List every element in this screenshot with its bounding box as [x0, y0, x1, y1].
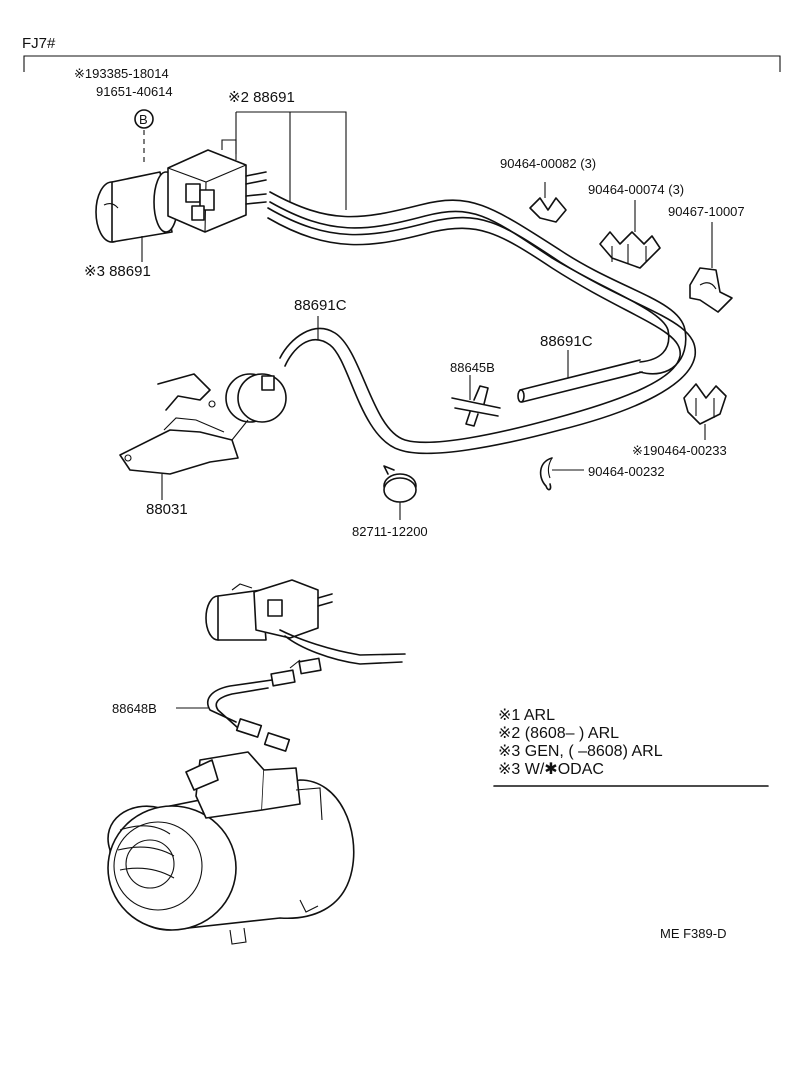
callout-clamp-right: ※190464-00233	[632, 443, 727, 458]
clamp-right-icon	[683, 383, 727, 425]
callout-clip-a: 90464-00082 (3)	[500, 156, 596, 171]
callout-vsv-hose-group: ※2 88691	[228, 89, 295, 106]
model-label: FJ7#	[22, 35, 56, 52]
callout-wire-harness: 88648B	[112, 701, 157, 716]
legend-row2: ※2 (8608– ) ARL	[498, 725, 619, 742]
bolt-marker-label: B	[139, 112, 148, 127]
callout-clip-c: 90467-10007	[668, 204, 745, 219]
tee-joint	[451, 385, 501, 427]
callout-clip-b: 90464-00074 (3)	[588, 182, 684, 197]
clip-b-icon	[599, 231, 661, 269]
callout-hose-clamp: 82711-12200	[352, 524, 428, 539]
clip-a-icon	[529, 197, 567, 223]
lower-vsv	[205, 579, 406, 665]
callout-vsv-body: ※3 88691	[84, 263, 151, 280]
wire-harness	[206, 657, 322, 752]
hose-clamp-icon	[383, 465, 417, 503]
compressor	[107, 751, 355, 945]
legend-row4: ※3 W/✱ODAC	[498, 761, 604, 778]
legend-row3: ※3 GEN, ( –8608) ARL	[498, 743, 663, 760]
frame-bracket	[23, 55, 781, 72]
legend-row1: ※1 ARL	[498, 707, 555, 724]
vsv-assembly	[95, 130, 267, 243]
callout-hose-upper: 88691C	[294, 297, 347, 314]
callout-hose-right: 88691C	[540, 333, 593, 350]
footer-code: ME F389-D	[660, 926, 726, 941]
leader-vsv-hose	[235, 111, 347, 210]
clip-small-icon	[539, 457, 553, 491]
callout-vsv-part1: ※193385-18014	[74, 66, 169, 81]
callout-actuator: 88031	[146, 501, 188, 518]
actuator-assembly	[119, 373, 287, 475]
callout-tee-joint: 88645B	[450, 360, 495, 375]
clip-c-icon	[689, 267, 733, 313]
callout-clip-small: 90464-00232	[588, 464, 665, 479]
bolt-marker-circle	[134, 109, 154, 129]
vacuum-hoses	[267, 191, 696, 455]
callout-vsv-part2: 91651-40614	[96, 84, 173, 99]
